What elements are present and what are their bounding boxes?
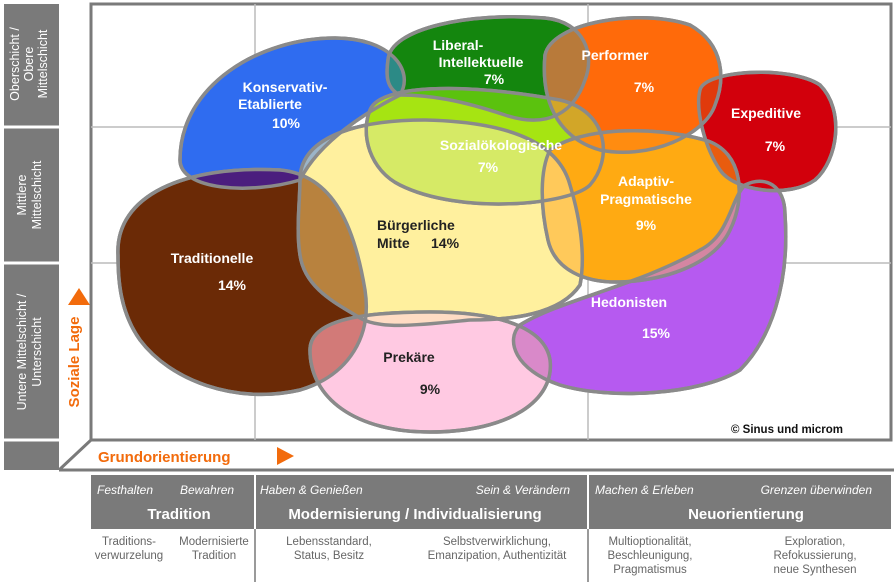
svg-text:14%: 14% bbox=[218, 277, 247, 293]
svg-text:Untere Mittelschicht /: Untere Mittelschicht / bbox=[15, 293, 29, 410]
svg-text:Tradition: Tradition bbox=[147, 506, 210, 523]
svg-text:9%: 9% bbox=[420, 381, 441, 397]
milieu-outlines bbox=[116, 15, 838, 434]
label-buergerliche: Bürgerliche Mitte 14% bbox=[377, 217, 460, 251]
svg-text:14%: 14% bbox=[431, 235, 460, 251]
label-hedonisten: Hedonisten 15% bbox=[591, 294, 671, 341]
svg-text:Status, Besitz: Status, Besitz bbox=[294, 550, 365, 562]
svg-text:Prekäre: Prekäre bbox=[383, 349, 435, 365]
copyright: © Sinus und microm bbox=[731, 424, 843, 436]
svg-text:Performer: Performer bbox=[582, 47, 649, 63]
svg-text:verwurzelung: verwurzelung bbox=[95, 550, 163, 562]
label-mittlere-mittelschicht: Mittlere Mittelschicht bbox=[15, 160, 44, 229]
y-axis-arrow-icon bbox=[68, 288, 90, 305]
orientation-header-band bbox=[91, 475, 891, 529]
svg-text:Hedonisten: Hedonisten bbox=[591, 294, 667, 310]
svg-text:Expeditive: Expeditive bbox=[731, 105, 801, 121]
svg-text:Etablierte: Etablierte bbox=[238, 96, 302, 112]
svg-text:Sein & Verändern: Sein & Verändern bbox=[476, 483, 571, 497]
svg-text:Multioptionalität,: Multioptionalität, bbox=[608, 536, 691, 548]
label-konservativ: Konservativ- Etablierte 10% bbox=[238, 79, 328, 131]
svg-text:Pragmatische: Pragmatische bbox=[600, 191, 692, 207]
svg-text:Refokussierung,: Refokussierung, bbox=[773, 550, 856, 562]
label-adaptiv: Adaptiv- Pragmatische 9% bbox=[600, 173, 692, 233]
y-axis-label: Soziale Lage bbox=[66, 317, 83, 408]
x-axis-label: Grundorientierung bbox=[98, 449, 231, 466]
label-performer: Performer 7% bbox=[582, 47, 655, 95]
column-modernisierung: Haben & Genießen Sein & Verändern Modern… bbox=[260, 483, 570, 562]
svg-text:Konservativ-: Konservativ- bbox=[243, 79, 328, 95]
svg-text:Sozialökologische: Sozialökologische bbox=[440, 137, 562, 153]
svg-text:7%: 7% bbox=[484, 71, 505, 87]
svg-text:Modernisierte: Modernisierte bbox=[179, 536, 249, 548]
label-sozialoeko: Sozialökologische 7% bbox=[440, 137, 562, 175]
svg-text:Exploration,: Exploration, bbox=[785, 536, 846, 548]
svg-text:Liberal-: Liberal- bbox=[433, 37, 484, 53]
svg-text:7%: 7% bbox=[634, 79, 655, 95]
label-oberschicht: Oberschicht / Obere Mittelschicht bbox=[8, 27, 50, 101]
column-tradition: Festhalten Bewahren Tradition Traditions… bbox=[95, 483, 249, 562]
label-untere-mittelschicht: Untere Mittelschicht / Unterschicht bbox=[15, 293, 44, 410]
svg-text:Bewahren: Bewahren bbox=[180, 483, 234, 497]
svg-text:Haben & Genießen: Haben & Genießen bbox=[260, 483, 363, 497]
label-expeditive: Expeditive 7% bbox=[731, 105, 801, 154]
svg-text:Beschleunigung,: Beschleunigung, bbox=[607, 550, 692, 562]
svg-text:Festhalten: Festhalten bbox=[97, 483, 153, 497]
label-prekaere: Prekäre 9% bbox=[383, 349, 440, 397]
svg-text:15%: 15% bbox=[642, 325, 671, 341]
svg-text:Oberschicht /: Oberschicht / bbox=[8, 27, 22, 101]
label-traditionelle: Traditionelle 14% bbox=[171, 250, 254, 293]
svg-text:Emanzipation, Authentizität: Emanzipation, Authentizität bbox=[428, 550, 568, 562]
svg-text:Grenzen überwinden: Grenzen überwinden bbox=[761, 483, 873, 497]
svg-text:Intellektuelle: Intellektuelle bbox=[439, 54, 524, 70]
svg-text:Unterschicht: Unterschicht bbox=[30, 317, 44, 387]
svg-text:7%: 7% bbox=[478, 159, 499, 175]
label-liberal: Liberal- Intellektuelle 7% bbox=[433, 37, 524, 87]
svg-text:Mittelschicht: Mittelschicht bbox=[36, 29, 50, 98]
svg-text:Obere: Obere bbox=[22, 47, 36, 82]
svg-text:Traditions-: Traditions- bbox=[102, 536, 156, 548]
svg-text:Modernisierung / Individualisi: Modernisierung / Individualisierung bbox=[288, 506, 541, 523]
svg-text:neue Synthesen: neue Synthesen bbox=[773, 564, 856, 576]
svg-text:Mittelschicht: Mittelschicht bbox=[30, 160, 44, 229]
svg-text:10%: 10% bbox=[272, 115, 301, 131]
svg-text:Tradition: Tradition bbox=[192, 550, 236, 562]
svg-text:Selbstverwirklichung,: Selbstverwirklichung, bbox=[443, 536, 551, 548]
svg-text:Adaptiv-: Adaptiv- bbox=[618, 173, 674, 189]
svg-text:Mitte: Mitte bbox=[377, 235, 410, 251]
svg-text:Pragmatismus: Pragmatismus bbox=[613, 564, 687, 576]
svg-text:Bürgerliche: Bürgerliche bbox=[377, 217, 455, 233]
x-axis-arrow-icon bbox=[277, 447, 294, 465]
svg-text:Lebensstandard,: Lebensstandard, bbox=[286, 536, 372, 548]
svg-text:Traditionelle: Traditionelle bbox=[171, 250, 254, 266]
svg-text:Neuorientierung: Neuorientierung bbox=[688, 506, 804, 523]
svg-text:Machen & Erleben: Machen & Erleben bbox=[595, 483, 694, 497]
svg-text:9%: 9% bbox=[636, 217, 657, 233]
svg-text:Mittlere: Mittlere bbox=[15, 174, 29, 215]
left-axis-bar bbox=[4, 4, 59, 470]
column-neuorientierung: Machen & Erleben Grenzen überwinden Neuo… bbox=[595, 483, 872, 576]
svg-text:7%: 7% bbox=[765, 138, 786, 154]
